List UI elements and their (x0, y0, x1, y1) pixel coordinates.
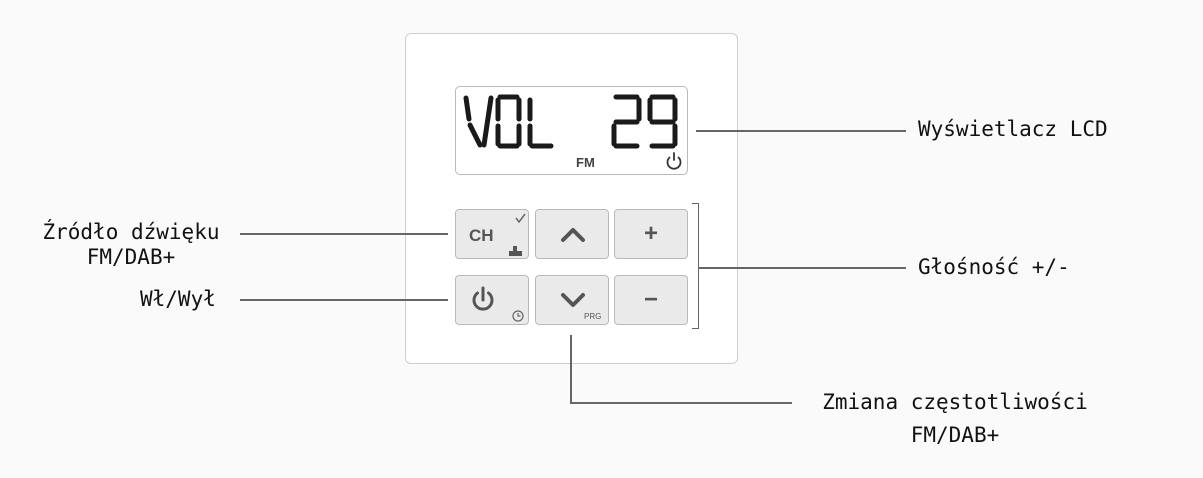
source-annotation-line1: Źródło dźwięku (42, 220, 220, 244)
check-icon (515, 213, 526, 224)
volume-annotation: Głośność +/- (918, 255, 1070, 279)
lcd-band-label: FM (576, 155, 595, 170)
down-button[interactable]: PRG (535, 275, 609, 325)
lcd-segment-text (463, 94, 682, 170)
minus-button[interactable]: − (614, 275, 688, 325)
power-icon (472, 286, 494, 311)
clock-icon (512, 310, 524, 322)
lcd-display: FM (455, 86, 688, 175)
volume-leader-line (699, 267, 906, 269)
ch-button[interactable]: CH (455, 209, 529, 259)
plus-label: + (643, 220, 658, 247)
freq-leader-vertical (570, 335, 572, 403)
chevron-up-icon (561, 228, 585, 242)
chevron-down-icon (561, 293, 585, 307)
signal-bars-icon (509, 246, 522, 256)
freq-leader-horizontal (570, 402, 792, 404)
plus-button[interactable]: + (614, 209, 688, 259)
source-annotation-line2: FM/DAB+ (86, 245, 176, 269)
lcd-leader-line (696, 130, 906, 132)
minus-label: − (643, 286, 658, 313)
freq-annotation-line1: Zmiana częstotliwości (822, 390, 1088, 414)
lcd-power-icon (666, 152, 682, 170)
power-button[interactable] (455, 275, 529, 325)
ch-button-label: CH (469, 226, 494, 245)
volume-bracket (692, 203, 699, 329)
source-leader-line (240, 233, 448, 235)
lcd-annotation: Wyświetlacz LCD (918, 117, 1108, 141)
power-annotation: Wł/Wył (140, 287, 216, 311)
power-leader-line (240, 299, 448, 301)
freq-annotation-line2: FM/DAB+ (910, 423, 1000, 447)
prg-label: PRG (584, 312, 602, 321)
up-button[interactable] (535, 209, 609, 259)
